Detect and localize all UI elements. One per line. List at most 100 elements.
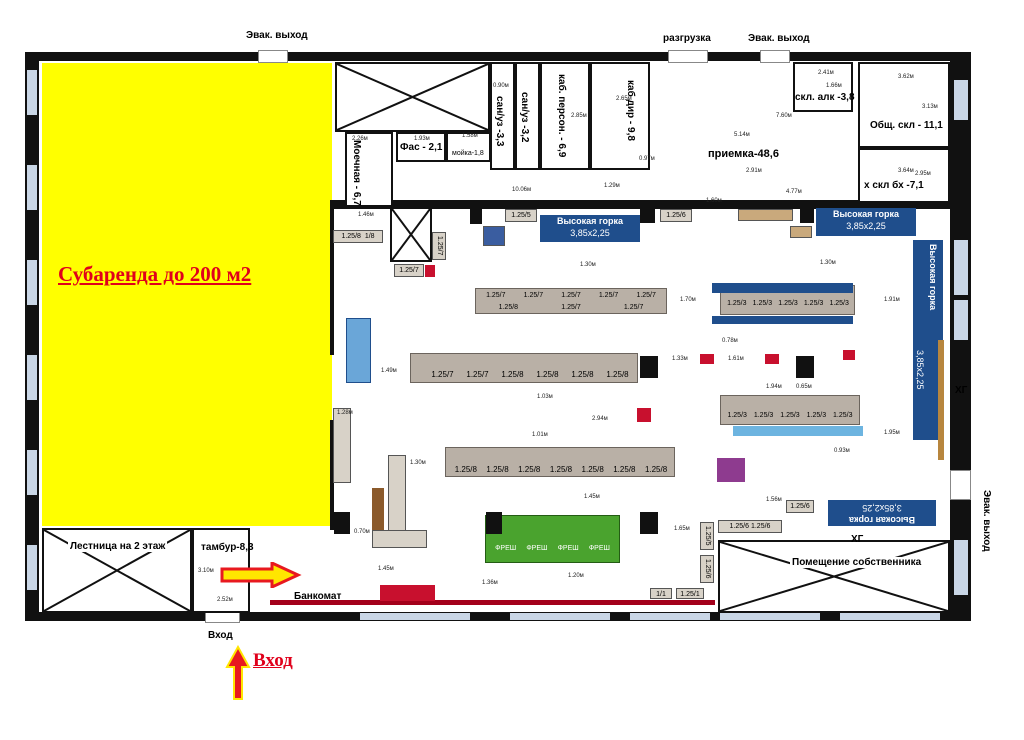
window	[27, 260, 37, 305]
room-obsh-skl	[858, 62, 950, 148]
column	[486, 512, 502, 534]
shelf-top-block: 1.25/8 1/8	[333, 230, 383, 243]
hg-label-bottom: ХГ	[851, 534, 864, 545]
gorka-top-left: Высокая горка 3,85х2,25	[540, 215, 640, 242]
evac-exit-side-label: Эвак. выход	[981, 490, 992, 552]
dim: 3.64м	[898, 168, 914, 174]
dim: 1.29м	[604, 183, 620, 189]
room-hskl-label: х скл бх -7,1	[864, 180, 924, 191]
shelf-right-row-2	[720, 395, 860, 425]
evac-exit-left-label: Эвак. выход	[246, 30, 308, 41]
shelf-right-row-2-bottom	[733, 426, 863, 436]
dim: 1.60м	[706, 198, 722, 204]
shelf-125-7a: 1.25/7	[394, 264, 424, 277]
dim: 1.66м	[826, 83, 842, 89]
dim: 1.03м	[537, 394, 553, 400]
dim: 2.65м	[616, 96, 632, 102]
evac-door-top-left	[258, 50, 288, 63]
window	[720, 613, 820, 620]
column	[640, 356, 658, 378]
window	[954, 540, 968, 595]
dim: 1.58м	[462, 133, 478, 139]
room-fas-label: Фас - 2,1	[400, 142, 443, 153]
shelf-bottom-small-1: 1/1	[650, 588, 672, 599]
evac-door-right	[950, 470, 971, 500]
dim: 3.62м	[898, 74, 914, 80]
dim: 10.06м	[512, 187, 532, 193]
register	[380, 585, 435, 601]
entrance-label-small: Вход	[208, 630, 233, 641]
checkout	[388, 455, 406, 535]
room-obsh-skl-label: Общ. скл - 11,1	[870, 120, 943, 131]
crossed-box	[335, 62, 490, 132]
arrow-right-icon	[220, 562, 302, 588]
dim: 4.77м	[786, 189, 802, 195]
shelf-bottom-small-2: 1.25/1	[676, 588, 704, 599]
dim: 1.65м	[674, 526, 690, 532]
sublease-wall	[330, 205, 334, 355]
room-sanuz-1-label: сан/уз -3,3	[494, 96, 505, 147]
dim: 0.90м	[493, 83, 509, 89]
dim: 1.36м	[482, 580, 498, 586]
dim: 1.70м	[680, 297, 696, 303]
dim: 1.61м	[728, 356, 744, 362]
dim: 1.30м	[580, 262, 596, 268]
counter-grey	[333, 408, 351, 483]
sublease-wall	[330, 420, 334, 530]
dim: 1.30м	[410, 460, 426, 466]
room-stairs-label: Лестница на 2 этаж	[68, 541, 168, 552]
cooler	[483, 226, 505, 246]
column	[470, 209, 482, 224]
dim: 1.94м	[766, 384, 782, 390]
outer-wall-bottom	[25, 612, 971, 621]
shelf-row-2	[410, 353, 638, 383]
window	[840, 613, 940, 620]
unloading-label: разгрузка	[663, 33, 711, 44]
unloading-door	[668, 50, 708, 63]
dim: 1.28м	[337, 410, 353, 416]
shelf-125-6: 1.25/6	[660, 209, 692, 222]
sublease-area	[42, 63, 332, 526]
window	[27, 450, 37, 495]
dim: 3.13м	[922, 104, 938, 110]
room-fas	[396, 132, 446, 162]
dim: 1.91м	[884, 297, 900, 303]
window	[27, 545, 37, 590]
room-tambur-label: тамбур-8,3	[201, 542, 254, 553]
room-kab-pers-label: каб. персон. - 6,9	[556, 74, 567, 158]
dim: 1.45м	[378, 566, 394, 572]
gorka-bottom-right: Высокая горка 3,85х2,25	[828, 500, 936, 526]
window	[27, 165, 37, 210]
shelf-125-7b: 1.25/7	[432, 232, 446, 260]
red-item	[843, 350, 855, 360]
window	[954, 80, 968, 120]
column	[334, 512, 350, 534]
shelf-bottom-right-2: 1.25/6	[786, 500, 814, 513]
room-kab-dir-label: каб дир - 9,8	[625, 80, 636, 141]
purple-item	[717, 458, 745, 482]
evac-door-top-right	[760, 50, 790, 63]
dim: 1.56м	[766, 497, 782, 503]
shelf-125-5: 1.25/5	[505, 209, 537, 222]
shelf-left-vertical-1: 1.25/5	[700, 522, 714, 550]
dim: 1.20м	[568, 573, 584, 579]
window	[954, 300, 968, 340]
room-kab-dir	[590, 62, 650, 170]
dim: 0.78м	[722, 338, 738, 344]
red-item	[765, 354, 779, 364]
evac-exit-right-label: Эвак. выход	[748, 33, 810, 44]
crossed-box	[390, 207, 432, 262]
red-item	[700, 354, 714, 364]
atm-label: Банкомат	[294, 591, 342, 602]
room-skl-alk	[793, 62, 853, 112]
dim: 1.46м	[358, 212, 374, 218]
window	[360, 613, 470, 620]
room-moechnaya	[345, 132, 393, 207]
counter-blue	[346, 318, 371, 383]
window	[630, 613, 710, 620]
dim: 2.41м	[818, 70, 834, 76]
column	[640, 512, 658, 534]
